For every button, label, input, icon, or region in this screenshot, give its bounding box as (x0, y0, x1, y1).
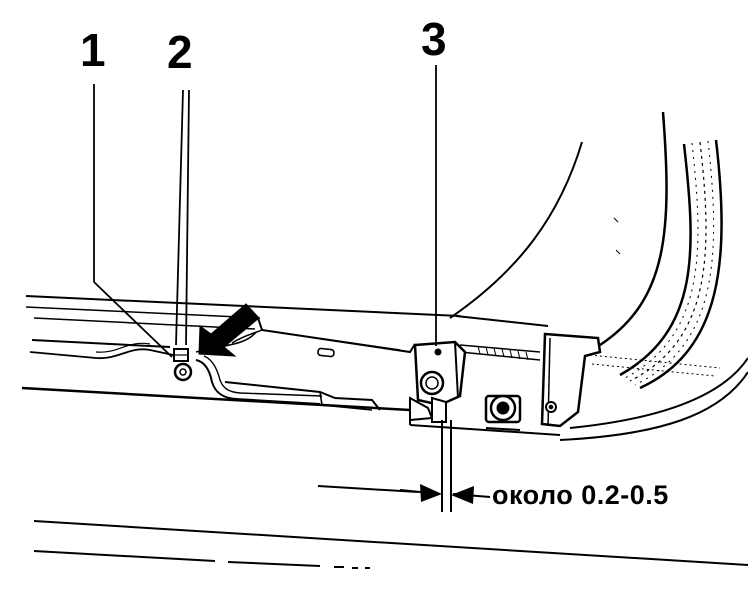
cable-clip (173, 348, 193, 382)
adjuster-bracket (409, 340, 467, 423)
callout-1: 1 (80, 24, 106, 76)
sill-rail (21, 295, 561, 436)
leader-lines (93, 65, 437, 358)
arrow-down-left-icon (198, 303, 260, 357)
gap-dimension (399, 420, 491, 512)
lock-plate (540, 332, 602, 428)
callout-3: 3 (421, 13, 447, 65)
hatch-shading (477, 345, 721, 377)
gap-dimension-label: около 0.2-0.5 (492, 480, 669, 510)
striker-roller (484, 394, 522, 431)
callout-2: 2 (167, 26, 193, 78)
door-frame (449, 111, 748, 441)
